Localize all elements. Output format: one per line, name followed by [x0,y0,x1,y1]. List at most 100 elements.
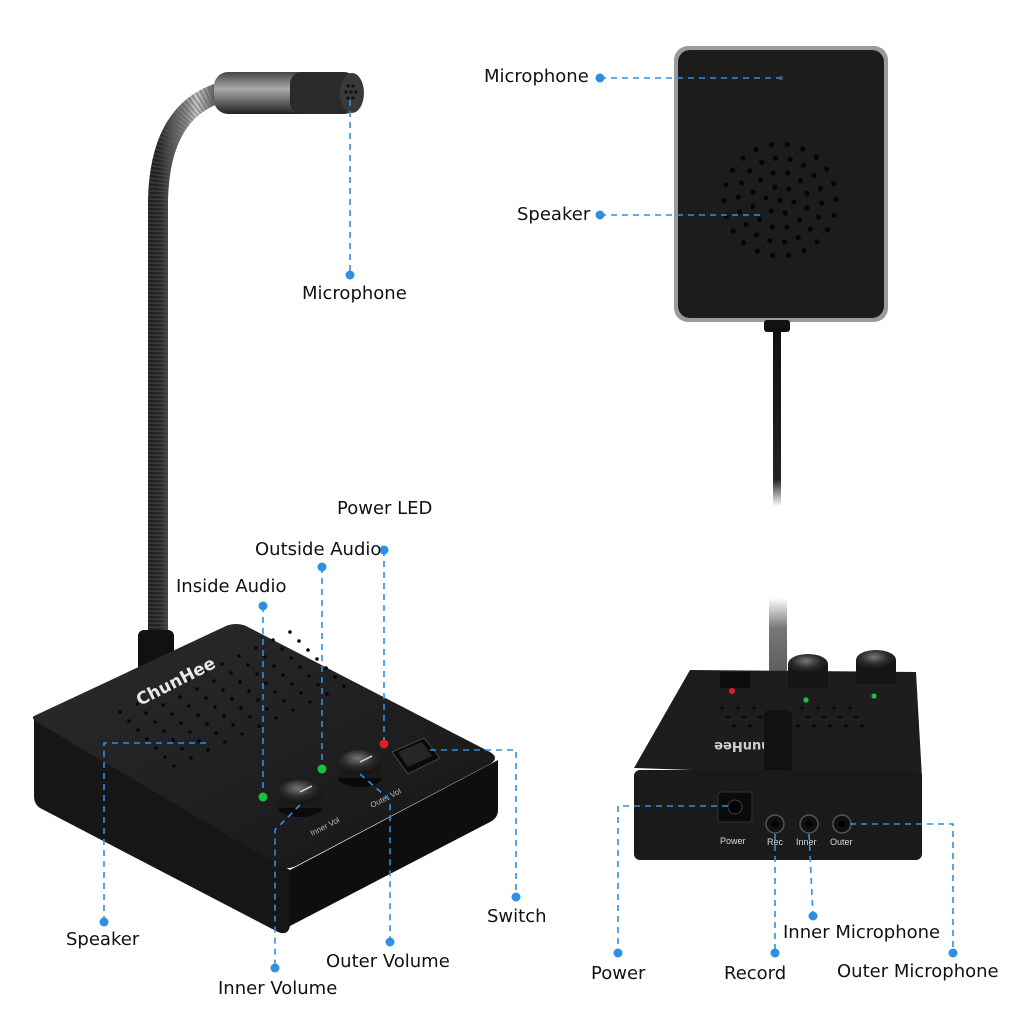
grille-hole [769,224,775,230]
console-right-side [290,760,498,926]
grille-hole [280,647,284,651]
grille-hole [748,724,752,728]
grille-hole [741,240,747,246]
grille-hole [785,170,791,176]
jack-label-inner: Inner [796,837,817,847]
outside-audio-led [317,764,327,774]
grille-hole [206,748,210,752]
grille-hole [750,204,756,210]
grille-hole [737,208,743,215]
grille-hole [274,716,278,720]
grille-hole [807,226,813,232]
grille-hole [773,155,779,161]
grille-hole [291,708,295,712]
inside-audio-led [258,792,268,802]
grille-hole [297,639,301,643]
callout-leaders [99,73,958,973]
grille-hole [816,706,820,710]
grille-hole [720,706,724,710]
grille-hole [723,182,729,188]
console-top [32,624,495,868]
grille-hole [860,724,864,728]
grille-hole [768,208,774,214]
grille-hole [229,671,233,675]
grille-hole [830,181,837,187]
grille-hole [838,715,842,719]
grille-hole [180,747,184,751]
grille-hole [767,238,773,244]
grille-hole [272,664,276,668]
grille-hole [144,711,148,715]
grille-hole [187,704,191,708]
grille-hole [271,638,275,642]
grille-hole [833,196,839,202]
grille-hole [223,740,227,744]
main-console-unit: ChunHee Inner Vol Outer Vol [32,72,498,934]
grille-hole [247,689,251,693]
grille-hole [204,696,208,700]
grille-hole [758,715,762,719]
grille-hole [757,216,763,223]
grille-hole [189,756,193,760]
grille-hole [237,654,241,658]
grille-hole [742,715,746,719]
grille-hole [230,697,234,701]
grille-hole [854,715,858,719]
grille-hole [817,185,823,192]
grille-hole [179,721,183,725]
grille-hole [306,648,310,652]
grille-hole [732,724,736,728]
grille-hole [791,199,797,205]
grille-hole [145,737,149,741]
grille-hole [231,723,235,727]
grille-hole [169,686,173,690]
grille-hole [324,666,328,670]
grille-hole [844,724,848,728]
grille-hole [770,252,776,259]
grille-hole [307,674,311,678]
grille-hole [333,675,337,679]
grille-hole [153,720,157,724]
grille-hole [197,739,201,743]
grille-hole [795,235,801,241]
grille-hole [212,679,216,683]
grille-hole [186,678,190,682]
grille-hole [203,670,207,674]
grille-hole [342,684,346,688]
grille-hole [154,746,158,750]
power-led [379,739,389,749]
grille-hole [763,195,769,201]
inner-mic-jack [799,814,819,834]
grille-hole [316,683,320,687]
label-power-led: Power LED [337,498,433,519]
console-speaker-grille [118,630,346,768]
grille-hole [246,663,250,667]
grille-hole [281,673,285,677]
jack-label-rec: Rec [767,837,784,847]
grille-hole [772,184,778,190]
grille-hole [800,162,807,168]
grille-hole [325,692,329,696]
gooseneck [148,82,232,650]
grille-hole [811,172,817,178]
grille-hole [214,731,218,735]
grille-hole [785,252,792,258]
grille-hole [753,232,760,238]
rocker-switch [391,737,441,775]
rear-view-unit: ChunHee Power Rec Inner Outer [634,598,922,860]
outdoor-speaker-cable [773,330,781,506]
grille-hole [264,681,268,685]
grille-hole [735,194,741,200]
grille-hole [812,724,816,728]
label-power: Power [591,963,646,984]
grille-hole [163,755,167,759]
grille-hole [254,646,258,650]
grille-hole [240,732,244,736]
grille-hole [824,166,830,172]
grille-hole [832,706,836,710]
grille-hole [824,227,831,233]
rear-brand-logo: ChunHee [714,738,780,753]
grille-hole [796,217,803,223]
outer-volume-knob [338,750,382,787]
